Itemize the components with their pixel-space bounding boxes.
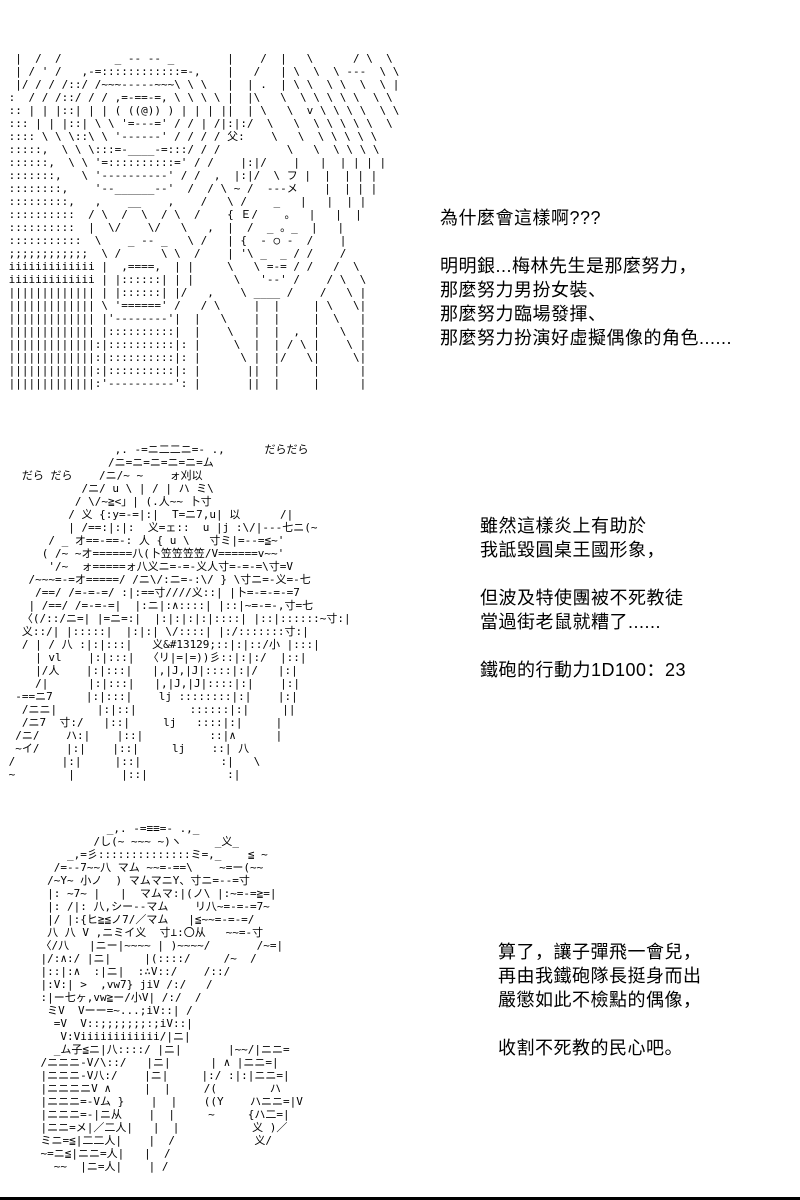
dialogue-top: 為什麼會這樣啊??? 明明銀...梅林先生是那麼努力， 那麼努力男扮女裝、 那麼… [440,208,733,348]
ascii-art-top: | / / _ -- -- _ | / | \ / \ \ | / ' / ,-… [8,52,400,390]
dialogue-middle: 雖然這樣炎上有助於 我詆毀圓桌王國形象， 但波及特使團被不死教徒 當過街老鼠就糟… [480,516,687,680]
ascii-art-middle: ,. -=ニ二二ニ=- ., だらだら /ニ=ニ=ニ=ニ=ニ=ム だら だら /… [8,443,351,781]
ascii-art-bottom: _,. -=≡≡=- .,_ /し(~ ~~~ ~)ヽ _义_ _,=彡::::… [40,822,303,1173]
page-bottom-border [0,1197,800,1200]
dialogue-bottom: 算了，讓子彈飛一會兒， 再由我鐵砲隊長挺身而出 嚴懲如此不檢點的偶像， 收割不死… [498,942,702,1058]
